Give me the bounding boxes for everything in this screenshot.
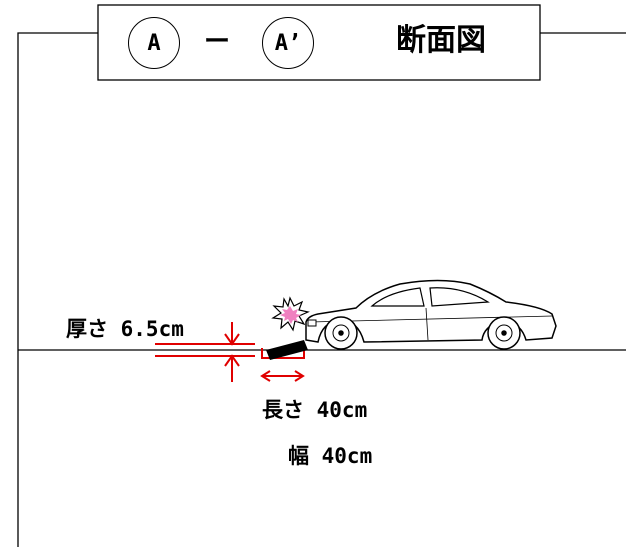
- section-start-label: A: [128, 17, 180, 69]
- impact-burst-icon: [271, 296, 310, 332]
- title-dash: ー: [204, 27, 231, 57]
- thickness-lower-arrowhead: [224, 354, 240, 367]
- length-arrowhead-right: [294, 370, 305, 382]
- pothole: [261, 340, 308, 360]
- tilted-slab: [266, 340, 308, 360]
- thickness-dimension: [155, 322, 255, 382]
- length-dimension: [260, 370, 305, 382]
- car-icon: [305, 279, 557, 350]
- pothole-outline: [261, 348, 305, 359]
- thickness-upper-arrowhead: [224, 333, 240, 346]
- width-label: 幅 40cm: [288, 444, 373, 468]
- section-end-label: A’: [262, 17, 314, 69]
- frame-left-line: [17, 32, 98, 547]
- section-title: 断面図: [396, 23, 486, 58]
- length-arrowhead-left: [260, 370, 271, 382]
- thickness-label: 厚さ 6.5cm: [66, 317, 184, 341]
- section-frame: [17, 32, 626, 547]
- length-label: 長さ 40cm: [262, 398, 368, 422]
